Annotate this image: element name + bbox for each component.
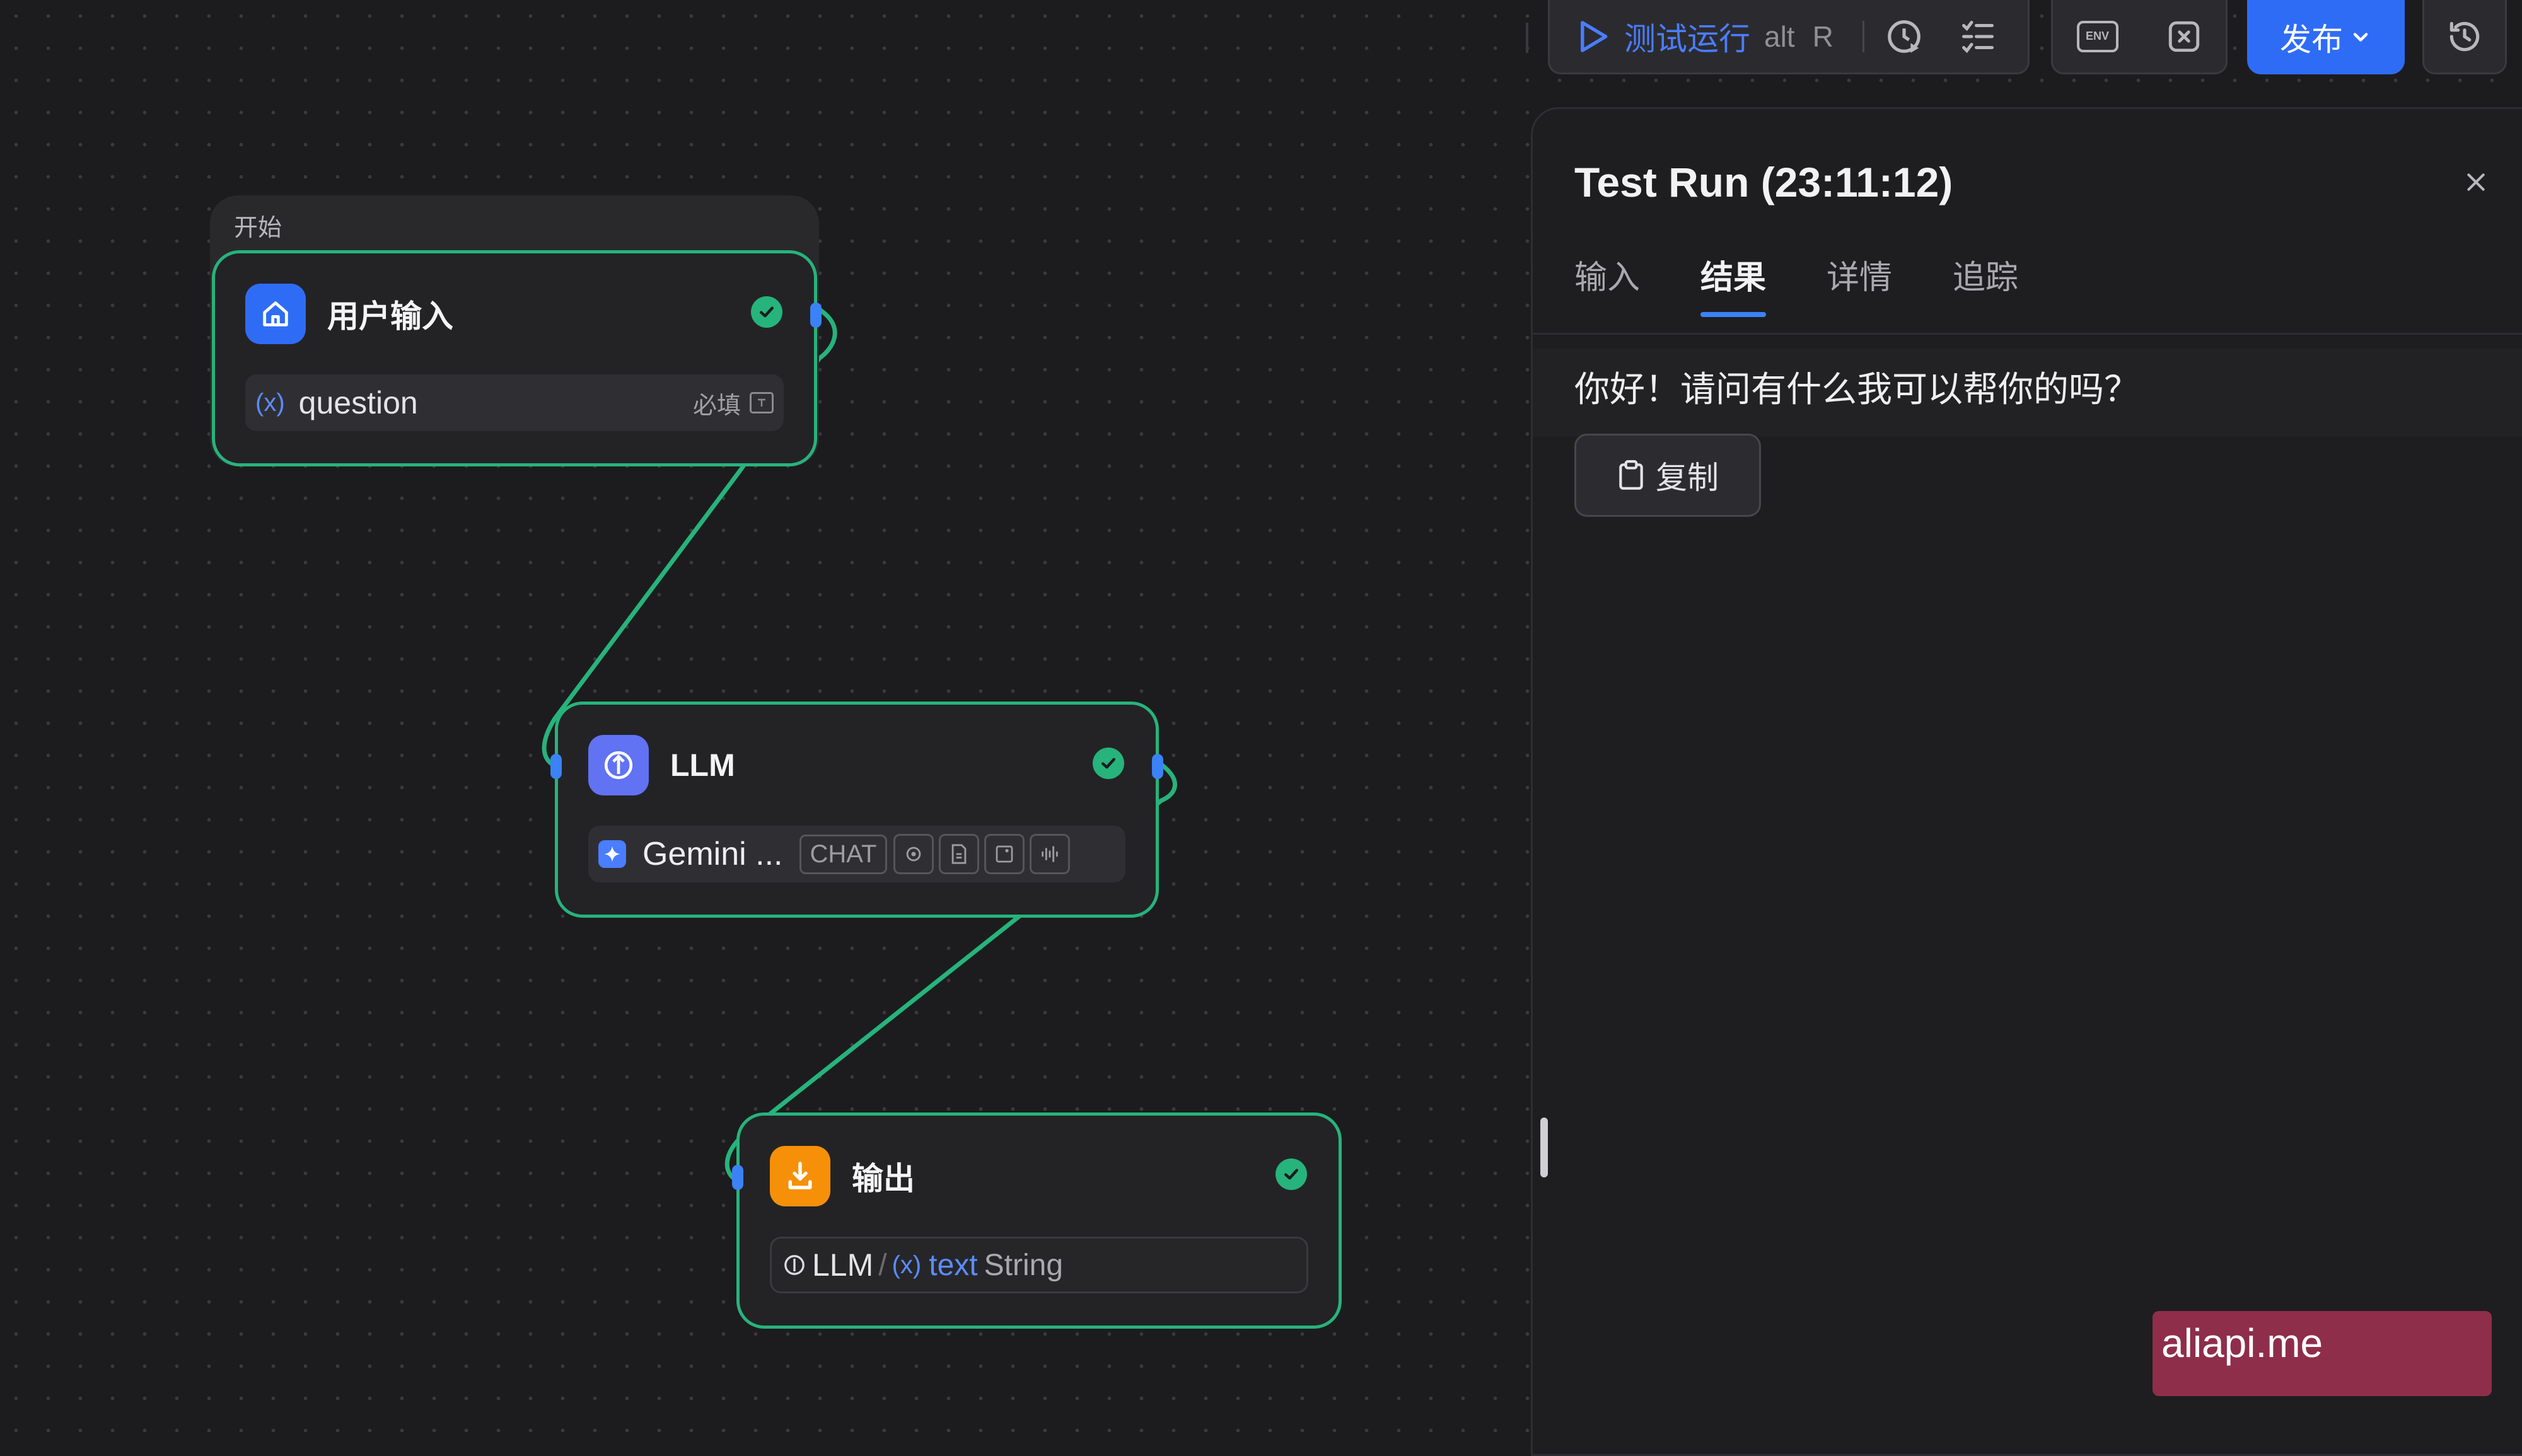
toolbar-divider	[1526, 23, 1528, 53]
close-icon[interactable]	[2457, 163, 2495, 201]
llm-small-icon	[782, 1252, 807, 1278]
clock-play-icon	[1887, 20, 1921, 53]
clipboard-icon	[1619, 460, 1643, 490]
vision-icon	[893, 834, 934, 874]
shortcut-key: R	[1812, 20, 1833, 53]
variable-name: question	[298, 385, 418, 420]
test-run-label: 测试运行	[1624, 21, 1750, 57]
panel-tabs: 输入 结果 详情 追踪	[1574, 251, 2079, 321]
user-input-title: 用户输入	[327, 299, 453, 334]
result-text: 你好！请问有什么我可以帮你的吗？	[1574, 369, 2139, 409]
ref-node-name: LLM	[812, 1247, 874, 1283]
shortcut-mod: alt	[1764, 20, 1795, 53]
test-run-panel: Test Run (23:11:12) 输入 结果 详情 追踪 你好！请问有什么…	[1531, 107, 2522, 1456]
env-toolbar-group: ENV	[2051, 0, 2228, 74]
watermark: aliapi.me	[2153, 1311, 2492, 1396]
variable-row[interactable]: (x) question 必填	[245, 374, 784, 431]
tab-result[interactable]: 结果	[1700, 251, 1767, 321]
model-name: Gemini ...	[642, 836, 783, 872]
panel-title: Test Run (23:11:12)	[1574, 159, 1953, 205]
llm-icon	[588, 735, 649, 795]
output-node[interactable]: 输出 LLM / (x) text String	[732, 1112, 1342, 1329]
checklist-icon	[1961, 20, 1994, 53]
llm-title: LLM	[670, 748, 735, 783]
output-reference-row[interactable]: LLM / (x) text String	[770, 1237, 1308, 1293]
play-icon	[1581, 20, 1608, 52]
llm-node[interactable]: LLM Gemini ... CHAT	[550, 702, 1163, 918]
toolbar-separator	[1862, 20, 1864, 52]
tabs-divider	[1533, 333, 2522, 335]
success-check-icon	[1093, 748, 1124, 779]
variable-x-icon	[2168, 21, 2199, 52]
publish-label: 发布	[2280, 22, 2343, 57]
ref-var-type: String	[984, 1248, 1064, 1282]
test-run-button[interactable]: 测试运行 alt R	[1550, 0, 1833, 72]
chat-mode-badge: CHAT	[799, 834, 888, 874]
copy-button[interactable]: 复制	[1574, 434, 1761, 517]
copy-label: 复制	[1656, 460, 1719, 495]
gemini-icon	[598, 840, 626, 868]
env-label: ENV	[2085, 30, 2109, 42]
document-icon	[939, 834, 980, 874]
audio-icon	[1030, 834, 1071, 874]
run-history-button[interactable]	[1885, 0, 1924, 72]
output-handle[interactable]	[810, 303, 822, 328]
tab-input[interactable]: 输入	[1574, 260, 1641, 296]
output-handle[interactable]	[1152, 754, 1163, 779]
home-icon	[245, 284, 306, 344]
watermark-text: aliapi.me	[2161, 1320, 2323, 1366]
tab-trace[interactable]: 追踪	[1953, 260, 2019, 296]
history-icon	[2449, 21, 2480, 51]
start-group-label: 开始	[234, 215, 282, 241]
run-toolbar-group: 测试运行 alt R	[1548, 0, 2030, 74]
variable-prefix: (x)	[255, 388, 285, 417]
publish-button[interactable]: 发布	[2247, 0, 2405, 74]
image-icon	[984, 834, 1025, 874]
ref-var-prefix: (x)	[892, 1251, 922, 1279]
env-button[interactable]: ENV	[2076, 0, 2118, 72]
output-title: 输出	[852, 1161, 915, 1196]
tab-details[interactable]: 详情	[1827, 260, 1893, 296]
panel-resize-handle[interactable]	[1540, 1118, 1548, 1177]
success-check-icon	[1276, 1158, 1307, 1190]
ref-separator: /	[878, 1248, 887, 1282]
version-history-button[interactable]	[2422, 0, 2507, 74]
text-type-icon	[750, 392, 774, 413]
success-check-icon	[751, 296, 782, 328]
result-background	[1533, 349, 2522, 437]
model-row[interactable]: Gemini ... CHAT	[588, 826, 1125, 882]
ref-var-name: text	[929, 1248, 978, 1282]
checklist-button[interactable]	[1959, 0, 1997, 72]
output-icon	[770, 1146, 830, 1206]
input-handle[interactable]	[550, 754, 562, 779]
input-handle[interactable]	[732, 1165, 743, 1190]
user-input-node[interactable]: 用户输入 (x) question 必填	[212, 250, 822, 466]
variables-button[interactable]	[2166, 0, 2202, 72]
env-icon: ENV	[2076, 20, 2118, 52]
required-label: 必填	[692, 392, 741, 419]
chevron-down-icon	[2353, 33, 2368, 42]
